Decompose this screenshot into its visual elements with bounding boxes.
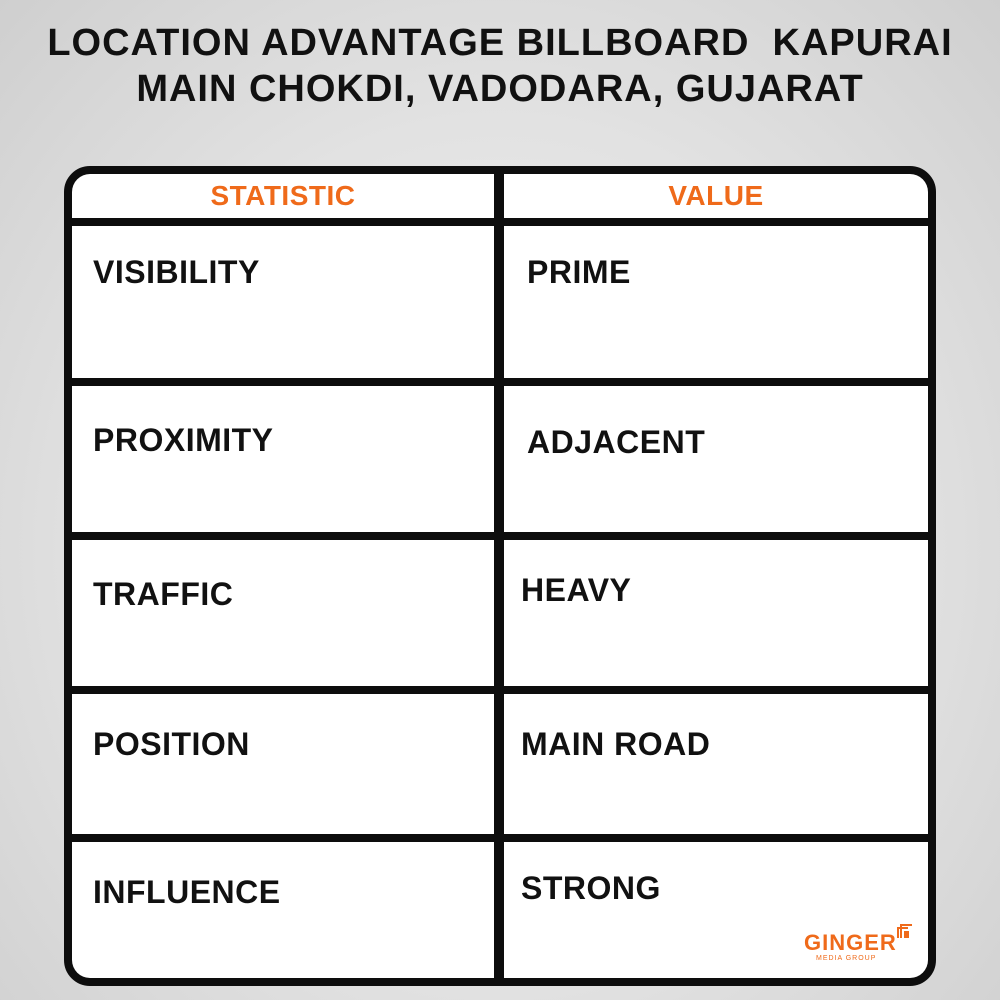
ginger-logo-icon [897, 924, 912, 938]
row-4-value-label: MAIN ROAD [521, 726, 711, 762]
table-row-2-value: ADJACENT [504, 386, 928, 532]
table-row-1-value: PRIME [504, 226, 928, 378]
row-2-value-label: ADJACENT [527, 424, 706, 460]
header-statistic: STATISTIC [72, 174, 494, 218]
header-statistic-label: STATISTIC [210, 180, 356, 211]
header-value: VALUE [504, 174, 928, 218]
table-row-3-value: HEAVY [504, 540, 928, 686]
row-4-statistic-label: POSITION [93, 726, 250, 762]
table-row-5-statistic: INFLUENCE [72, 842, 494, 978]
row-5-value-label: STRONG [521, 870, 661, 906]
row-5-statistic-label: INFLUENCE [93, 874, 281, 910]
statistics-table: STATISTIC VALUE VISIBILITY PRIME PROXIMI… [64, 166, 936, 986]
row-1-value-label: PRIME [527, 254, 631, 290]
page-title: LOCATION ADVANTAGE BILLBOARD KAPURAI MAI… [0, 20, 1000, 112]
row-1-statistic-label: VISIBILITY [93, 254, 260, 290]
header-value-label: VALUE [668, 180, 764, 211]
logo-name: GINGER [804, 930, 897, 955]
table-row-1-statistic: VISIBILITY [72, 226, 494, 378]
table-row-3-statistic: TRAFFIC [72, 540, 494, 686]
title-line-1: LOCATION ADVANTAGE BILLBOARD KAPURAI [47, 22, 953, 64]
table-row-4-value: MAIN ROAD [504, 694, 928, 834]
ginger-logo: GINGER MEDIA GROUP [804, 922, 914, 968]
table-row-4-statistic: POSITION [72, 694, 494, 834]
table-row-5-value: STRONG GINGER MEDIA GROUP [504, 842, 928, 978]
table-row-2-statistic: PROXIMITY [72, 386, 494, 532]
title-line-2: MAIN CHOKDI, VADODARA, GUJARAT [136, 68, 864, 110]
row-3-statistic-label: TRAFFIC [93, 576, 234, 612]
row-3-value-label: HEAVY [521, 572, 632, 608]
logo-tagline: MEDIA GROUP [816, 955, 877, 962]
row-2-statistic-label: PROXIMITY [93, 422, 274, 458]
